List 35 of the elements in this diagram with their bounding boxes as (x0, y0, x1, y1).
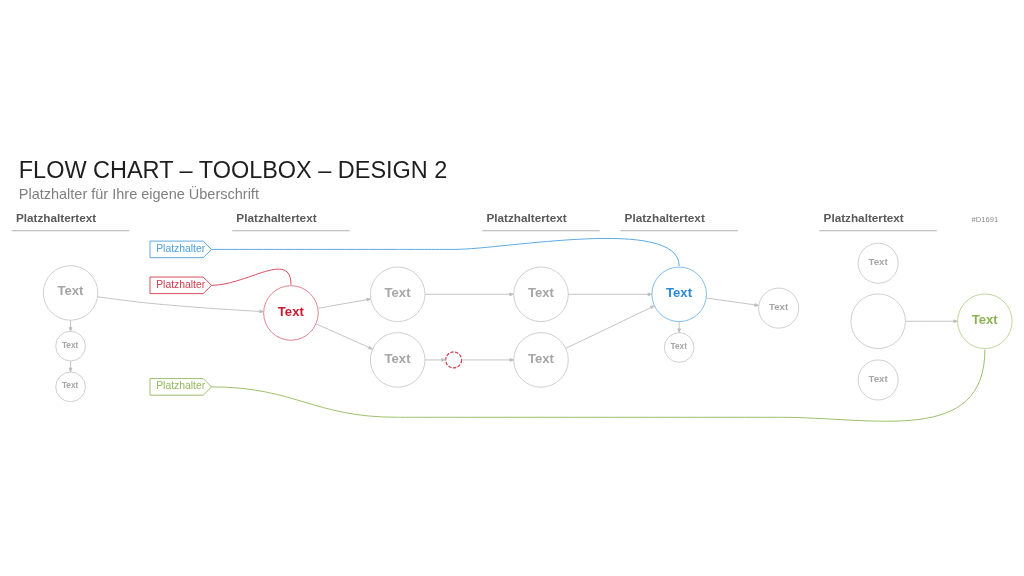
arrow (461, 358, 515, 362)
connector (211, 349, 986, 422)
arrow (68, 319, 73, 332)
node-circle: Text (263, 285, 319, 341)
arrow (315, 323, 373, 350)
arrow (705, 297, 759, 307)
arrow (97, 296, 265, 314)
node-circle: Text (857, 242, 899, 284)
arrow (424, 358, 447, 362)
arrow (68, 360, 73, 373)
node-circle: Text (369, 266, 426, 323)
node-circle: Text (513, 332, 569, 388)
node-circle: Text (513, 266, 569, 323)
node-circle (445, 351, 463, 369)
caption: Platzhalter für Ihre eigene Überschrift (18, 185, 259, 202)
diagram-title: FLOW CHART – TOOLBOX – DESIGN 2 (18, 156, 448, 183)
node-circle: Text (857, 359, 899, 401)
arrow (677, 321, 681, 333)
label: #D1691 (971, 214, 999, 224)
node-circle (850, 293, 906, 349)
arrow (905, 319, 958, 324)
connector (211, 238, 680, 267)
node-circle: Text (957, 293, 1013, 349)
connector (211, 268, 292, 286)
node-circle: Text (42, 265, 99, 321)
label: Platzhaltertext (236, 211, 317, 225)
arrow (567, 292, 653, 297)
label: Platzhaltertext (823, 211, 904, 225)
node-circle: Text (758, 287, 800, 329)
arrow (317, 297, 372, 309)
arrow (424, 292, 514, 297)
arrow (565, 305, 655, 349)
label: Platzhaltertext (624, 211, 705, 225)
label: Platzhaltertext (15, 211, 97, 225)
label: Platzhaltertext (486, 211, 567, 225)
